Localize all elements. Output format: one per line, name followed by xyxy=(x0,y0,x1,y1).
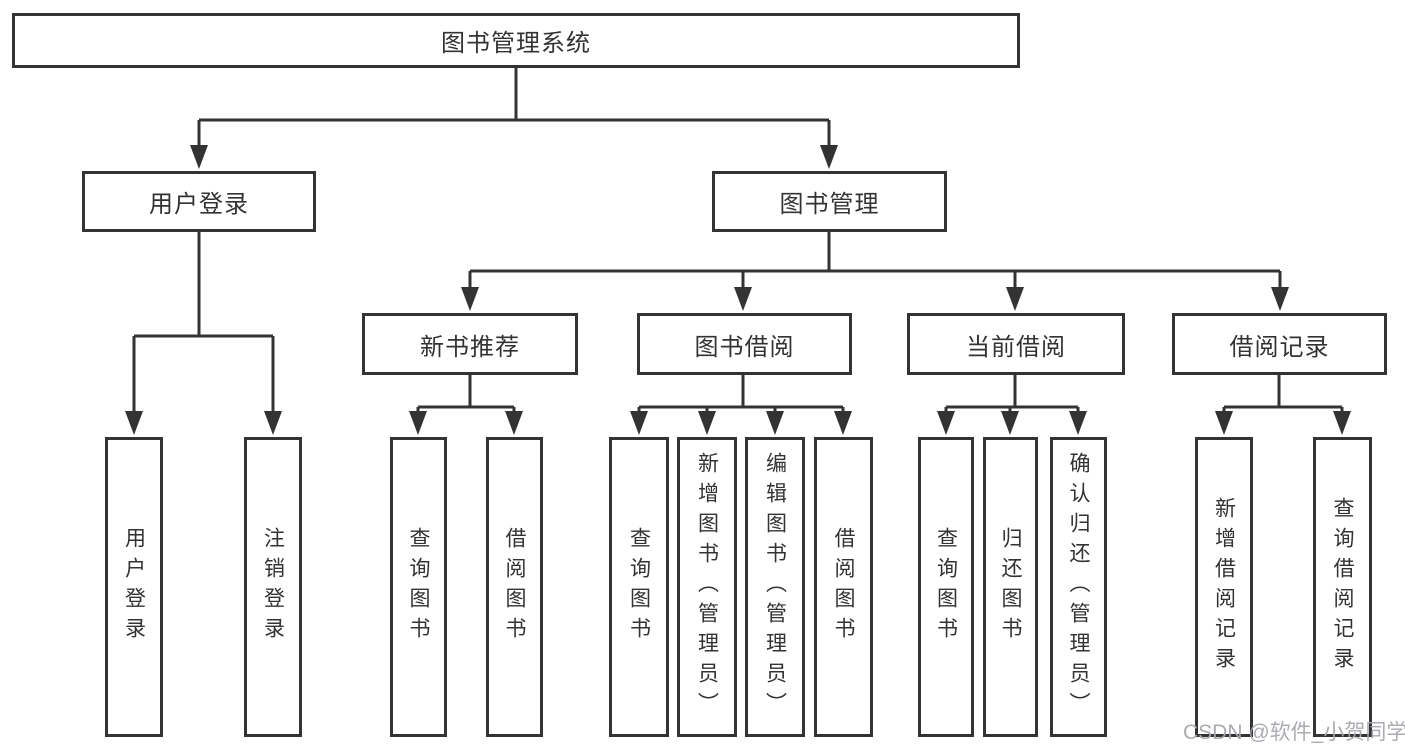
leaf-user-login: 用户登录 xyxy=(105,437,163,737)
connector-new-book-recommend xyxy=(409,375,523,435)
leaf-return-books: 归还图书 xyxy=(983,437,1038,737)
connector-book-management xyxy=(461,232,1289,311)
leaf-query-books-2: 查询图书 xyxy=(609,437,669,737)
leaf-borrow-books-1: 借阅图书 xyxy=(486,437,543,737)
leaf-add-borrow-record-label: 新增借阅记录 xyxy=(1212,497,1236,677)
leaf-edit-books-admin-label: 编辑图书（管理员） xyxy=(763,452,787,722)
connector-book-borrowing xyxy=(630,375,852,435)
node-new-book-recommend-label: 新书推荐 xyxy=(420,333,520,361)
connector-current-borrowing xyxy=(937,375,1087,435)
connector-user-login xyxy=(125,232,282,435)
node-borrowing-records: 借阅记录 xyxy=(1172,313,1387,375)
leaf-add-books-admin-label: 新增图书（管理员） xyxy=(695,452,719,722)
leaf-query-borrow-record: 查询借阅记录 xyxy=(1313,437,1372,737)
leaf-query-books-1-label: 查询图书 xyxy=(407,527,430,647)
leaf-query-books-1: 查询图书 xyxy=(390,437,447,737)
leaf-confirm-return-admin-label: 确认归还（管理员） xyxy=(1067,452,1090,722)
node-book-borrowing: 图书借阅 xyxy=(637,313,852,375)
watermark-text: CSDN @软件_小贺同学 xyxy=(1183,721,1405,744)
node-borrowing-records-label: 借阅记录 xyxy=(1229,333,1330,361)
node-current-borrowing-label: 当前借阅 xyxy=(966,333,1066,361)
node-book-borrowing-label: 图书借阅 xyxy=(694,333,795,361)
node-user-login-label: 用户登录 xyxy=(149,191,249,218)
leaf-borrow-books-2: 借阅图书 xyxy=(814,437,873,737)
leaf-borrow-books-1-label: 借阅图书 xyxy=(503,527,526,647)
node-book-management-label: 图书管理 xyxy=(779,191,880,218)
leaf-confirm-return-admin: 确认归还（管理员） xyxy=(1050,437,1107,737)
leaf-logout-login: 注销登录 xyxy=(244,437,302,737)
node-book-management: 图书管理 xyxy=(712,171,947,232)
leaf-borrow-books-2-label: 借阅图书 xyxy=(832,527,855,647)
leaf-edit-books-admin: 编辑图书（管理员） xyxy=(745,437,805,737)
leaf-query-books-2-label: 查询图书 xyxy=(627,527,651,647)
connector-root xyxy=(190,68,838,169)
leaf-query-books-3: 查询图书 xyxy=(918,437,974,737)
node-current-borrowing: 当前借阅 xyxy=(907,313,1125,375)
node-new-book-recommend: 新书推荐 xyxy=(362,313,578,375)
leaf-query-books-3-label: 查询图书 xyxy=(934,527,958,647)
leaf-add-borrow-record: 新增借阅记录 xyxy=(1195,437,1253,737)
leaf-query-borrow-record-label: 查询借阅记录 xyxy=(1331,497,1354,677)
leaf-return-books-label: 归还图书 xyxy=(999,527,1022,647)
leaf-user-login-label: 用户登录 xyxy=(122,527,146,647)
connector-borrowing-records xyxy=(1215,375,1351,435)
leaf-logout-login-label: 注销登录 xyxy=(261,527,285,647)
leaf-add-books-admin: 新增图书（管理员） xyxy=(677,437,737,737)
node-library-system-label: 图书管理系统 xyxy=(441,30,591,57)
node-user-login: 用户登录 xyxy=(82,171,316,232)
node-library-system: 图书管理系统 xyxy=(12,13,1020,68)
